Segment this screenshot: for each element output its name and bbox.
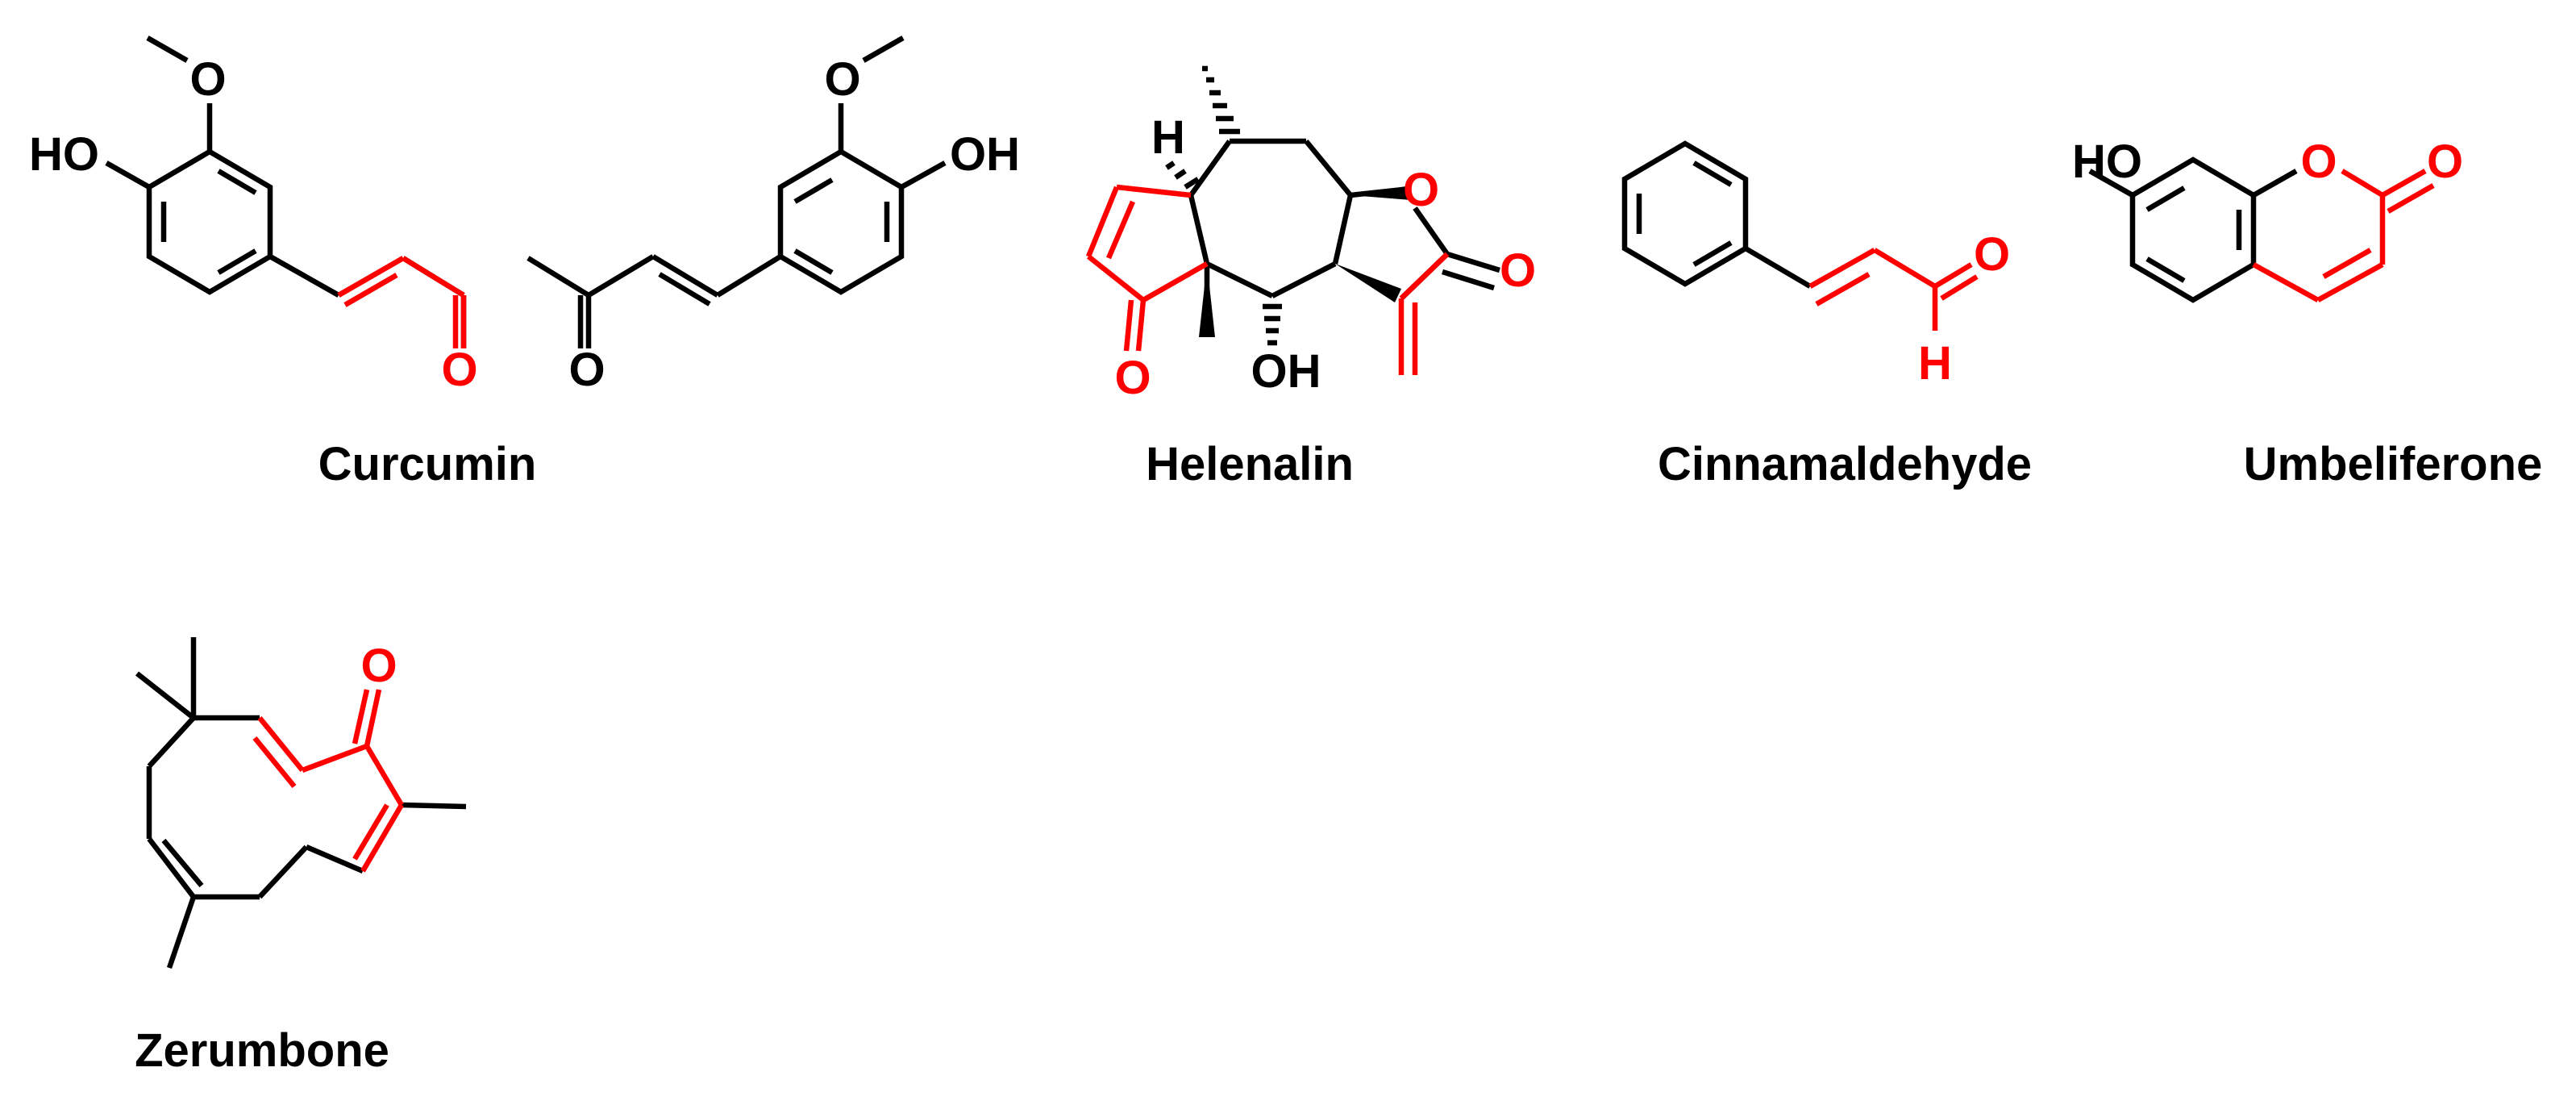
hydroxyl-label: HO xyxy=(29,128,99,181)
umbeliferone-structure: HO O O Umbeliferone xyxy=(2072,136,2542,490)
compound-name: Zerumbone xyxy=(135,1024,389,1077)
aldehyde-oxygen-label: O xyxy=(1974,228,2010,281)
ring-fusion-wedge xyxy=(1335,264,1401,302)
hydroxyl-label: HO xyxy=(2072,136,2142,188)
ring-fusion-wedge xyxy=(1350,186,1411,200)
ketone-oxygen-label: O xyxy=(360,640,397,692)
ketone-oxygen-label: O xyxy=(568,344,605,396)
compound-name: Umbeliferone xyxy=(2244,438,2543,490)
methyl-wedge xyxy=(1199,264,1215,337)
cinnamaldehyde-structure: O H Cinnamaldehyde xyxy=(1621,140,2032,490)
compound-name: Helenalin xyxy=(1146,438,1354,490)
carbonyl-oxygen-label: O xyxy=(1500,244,1536,297)
helenalin-structure: H O O O OH Helenalin xyxy=(1085,65,1536,490)
ketone-oxygen-label: O xyxy=(441,344,477,396)
hydrogen-label: H xyxy=(1151,111,1185,164)
aldehyde-hydrogen-label: H xyxy=(1918,337,1952,390)
ring-oxygen-label: O xyxy=(2300,136,2337,188)
ketone-oxygen-label: O xyxy=(1114,352,1151,404)
hydroxyl-label: OH xyxy=(950,128,1020,181)
carbonyl-oxygen-label: O xyxy=(2427,136,2463,188)
curcumin-structure: O HO O O O OH Curcumin xyxy=(29,35,1020,490)
methoxy-oxygen-label: O xyxy=(824,53,860,106)
lactone-oxygen-label: O xyxy=(1403,164,1439,216)
hydroxyl-label: OH xyxy=(1251,345,1321,398)
compound-name: Curcumin xyxy=(318,438,537,490)
zerumbone-structure: O Zerumbone xyxy=(135,637,467,1077)
methoxy-oxygen-label: O xyxy=(189,53,226,106)
compound-name: Cinnamaldehyde xyxy=(1658,438,2032,490)
